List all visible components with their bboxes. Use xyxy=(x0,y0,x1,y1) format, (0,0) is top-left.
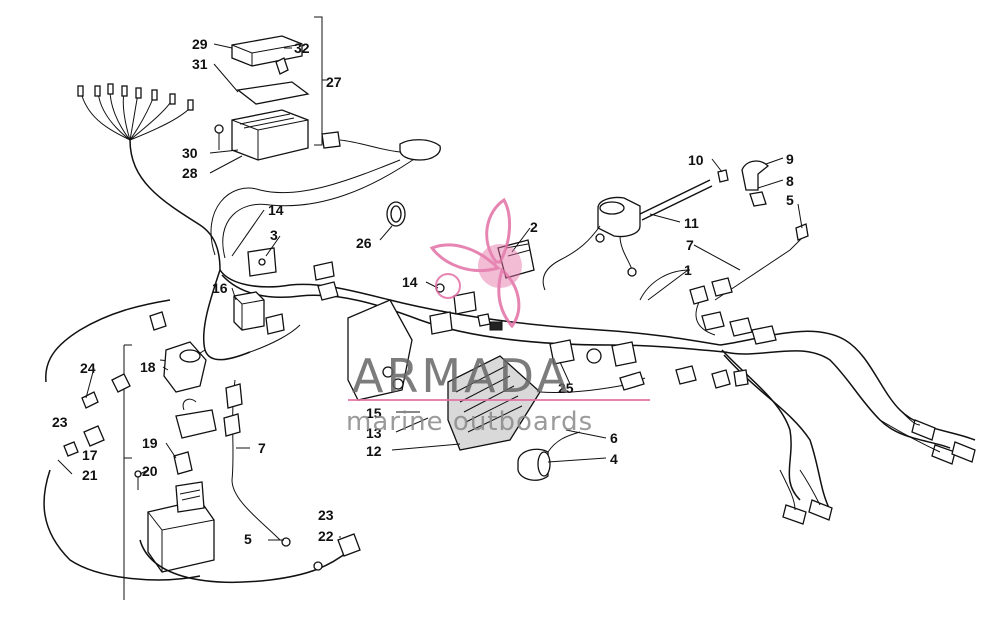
top-connector-pair xyxy=(321,131,441,161)
callout-labels: 1 2 3 4 5 5 6 7 7 8 9 10 11 12 13 14 14 … xyxy=(52,36,794,547)
callout-23-right: 23 xyxy=(318,507,334,523)
main-harness-trunk xyxy=(159,154,726,362)
callout-2: 2 xyxy=(530,219,538,235)
callout-13: 13 xyxy=(366,425,382,441)
ignition-coil-assembly xyxy=(542,160,769,291)
callout-25: 25 xyxy=(558,380,574,396)
callout-5-left: 5 xyxy=(244,531,252,547)
fuse-box-assembly xyxy=(209,16,328,174)
callout-23-left: 23 xyxy=(52,414,68,430)
callout-7-left: 7 xyxy=(258,440,266,456)
watermark: ARMADA marine outboards xyxy=(346,197,650,437)
callout-18: 18 xyxy=(140,359,156,375)
callout-7-right: 7 xyxy=(686,237,694,253)
callout-26: 26 xyxy=(356,235,372,251)
callout-19: 19 xyxy=(142,435,158,451)
callout-17: 17 xyxy=(82,447,98,463)
callout-27: 27 xyxy=(326,74,342,90)
propeller-logo-icon xyxy=(429,197,522,329)
watermark-brand: ARMADA xyxy=(352,349,571,403)
callout-12: 12 xyxy=(366,443,382,459)
callout-8: 8 xyxy=(786,173,794,189)
callout-32: 32 xyxy=(294,40,310,56)
callout-5-right: 5 xyxy=(786,192,794,208)
callout-28: 28 xyxy=(182,165,198,181)
center-components xyxy=(233,201,646,481)
callout-6: 6 xyxy=(610,430,618,446)
callout-31: 31 xyxy=(192,56,208,72)
callout-11: 11 xyxy=(684,215,699,231)
callout-16: 16 xyxy=(212,280,228,296)
callout-22: 22 xyxy=(318,528,334,544)
callout-24: 24 xyxy=(80,360,96,376)
top-left-wire-branch xyxy=(77,83,221,271)
callout-20: 20 xyxy=(142,463,158,479)
callout-29: 29 xyxy=(192,36,208,52)
callout-10: 10 xyxy=(688,152,704,168)
callout-3: 3 xyxy=(270,227,278,243)
callout-1: 1 xyxy=(684,262,692,278)
watermark-tagline: marine outboards xyxy=(346,407,593,437)
right-wire-branch xyxy=(639,223,976,525)
callout-4: 4 xyxy=(610,451,618,467)
left-components xyxy=(43,299,361,600)
callout-15: 15 xyxy=(366,405,382,421)
callout-9: 9 xyxy=(786,151,794,167)
leader-lines xyxy=(57,157,803,541)
callout-14-center: 14 xyxy=(402,274,418,290)
callout-30: 30 xyxy=(182,145,198,161)
callout-14-left: 14 xyxy=(268,202,284,218)
callout-21: 21 xyxy=(82,467,98,483)
